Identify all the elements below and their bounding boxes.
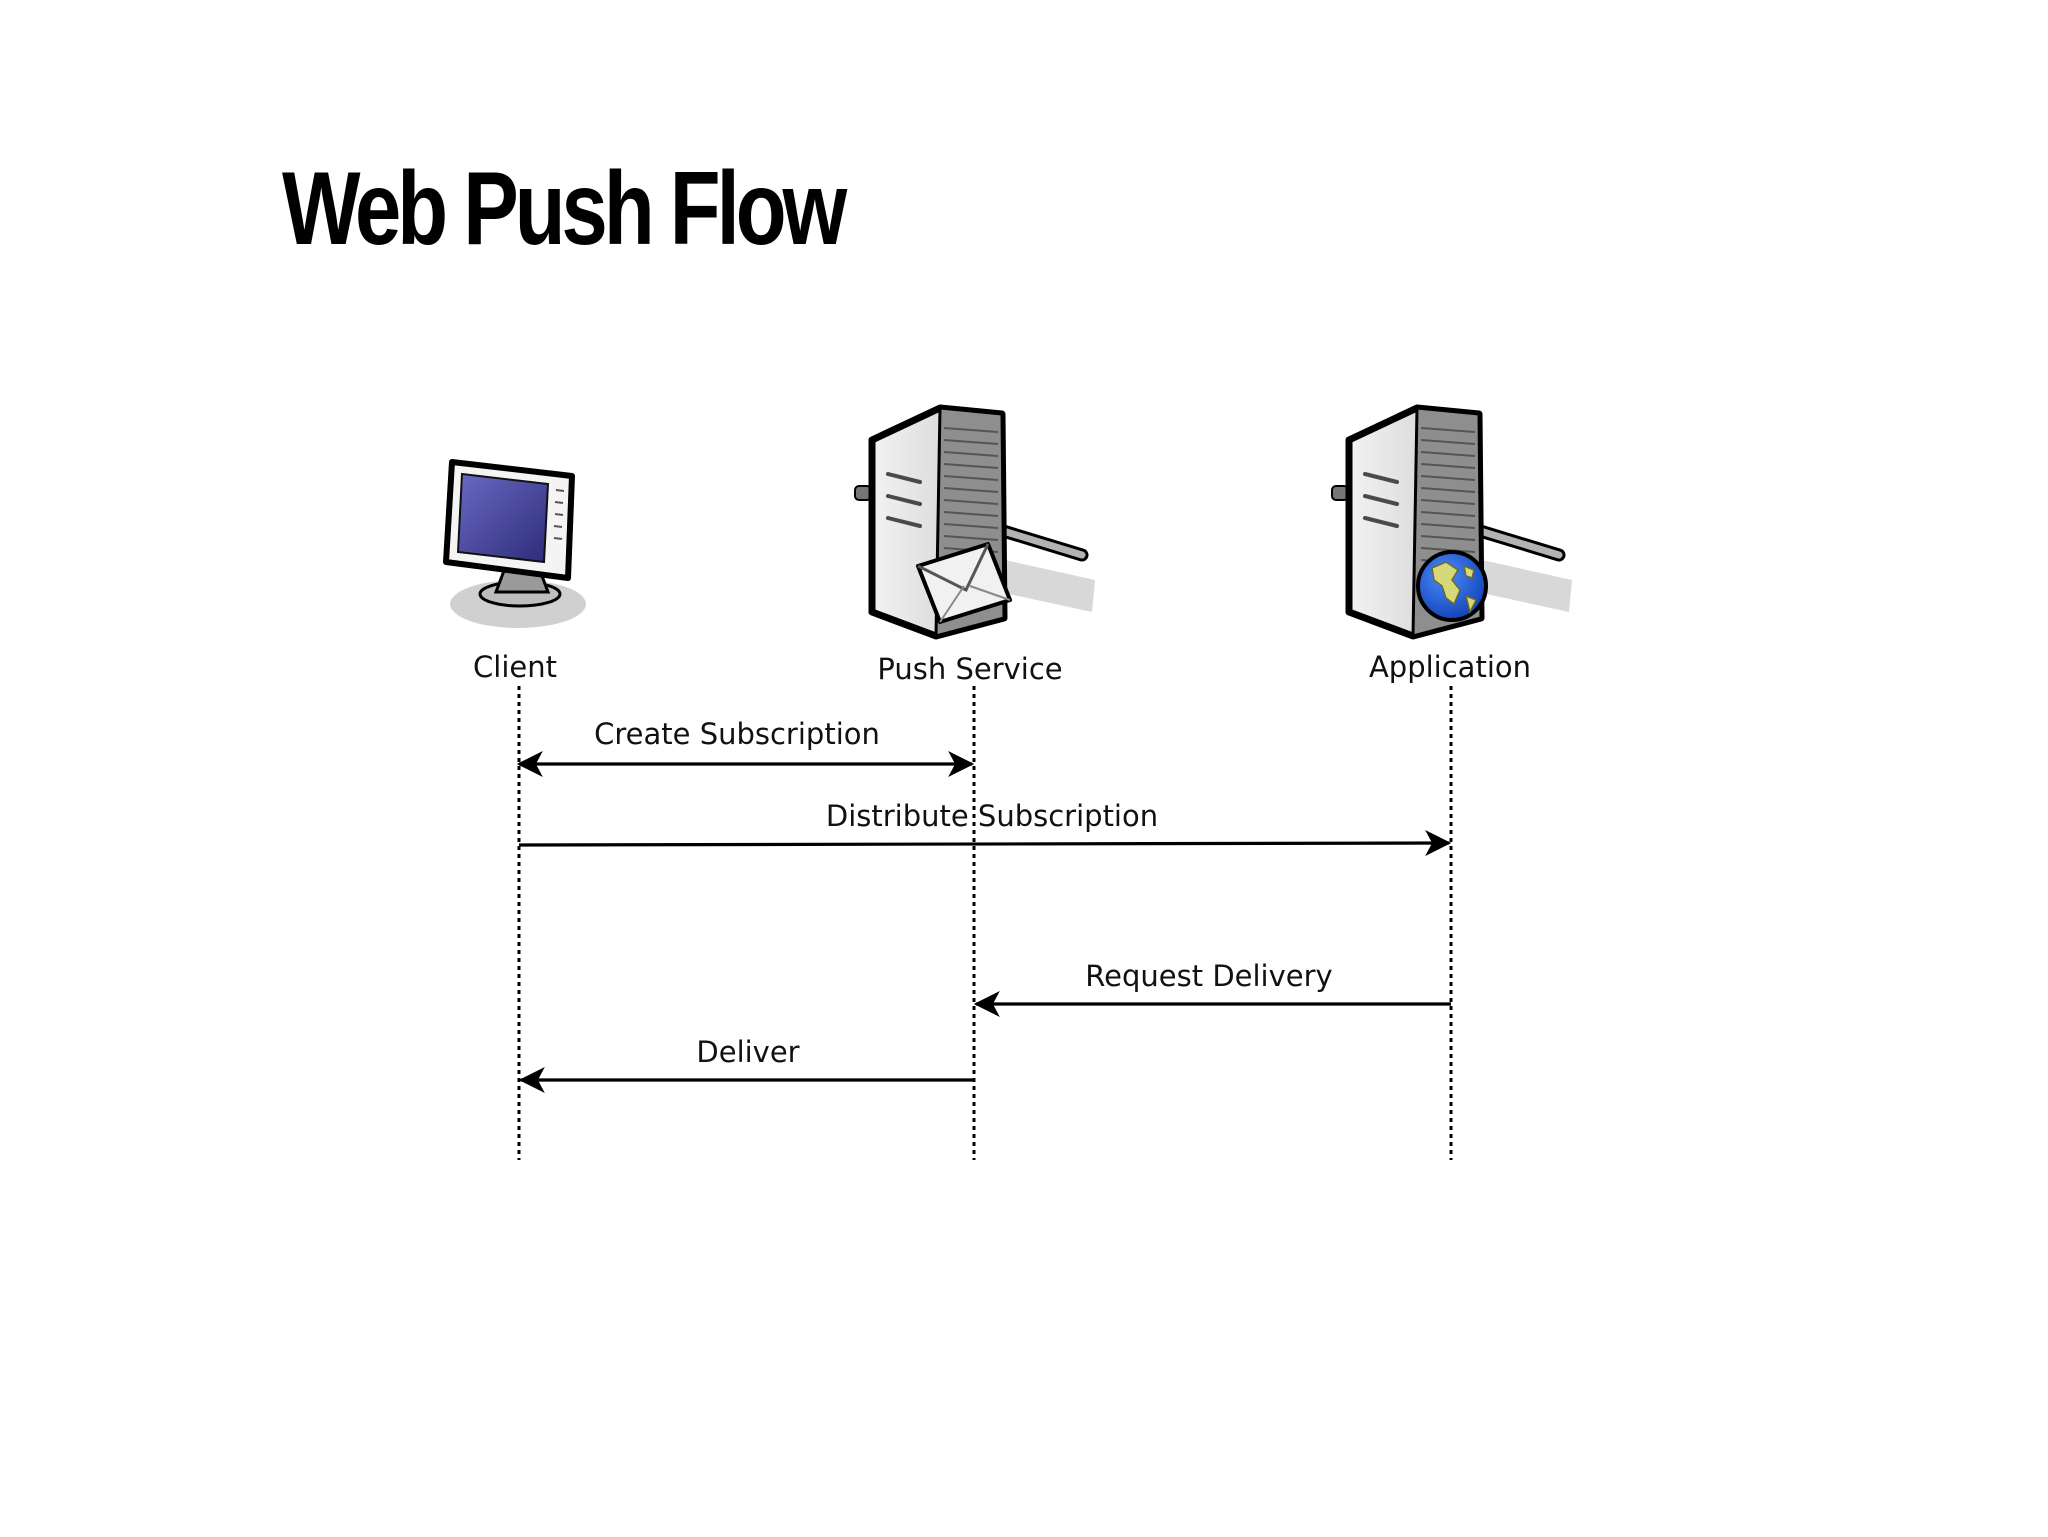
message-label: Create Subscription (594, 717, 880, 751)
envelope-icon (916, 542, 1012, 624)
message-deliver: Deliver (518, 1035, 974, 1093)
page-title: Web Push Flow (282, 151, 847, 267)
web-server-icon (1331, 404, 1572, 640)
monitor-icon (443, 459, 586, 628)
message-label: Deliver (696, 1035, 799, 1069)
message-label: Distribute Subscription (826, 799, 1158, 833)
participant-label-application: Application (1369, 650, 1531, 684)
mail-server-icon (854, 404, 1095, 640)
message-create-subscription: Create Subscription (516, 717, 975, 777)
message-distribute-subscription: Distribute Subscription (518, 799, 1452, 857)
participant-label-client: Client (473, 650, 557, 684)
participant-label-push-service: Push Service (877, 652, 1062, 686)
globe-icon (1416, 550, 1488, 622)
message-label: Request Delivery (1085, 959, 1332, 993)
message-request-delivery: Request Delivery (973, 959, 1451, 1017)
